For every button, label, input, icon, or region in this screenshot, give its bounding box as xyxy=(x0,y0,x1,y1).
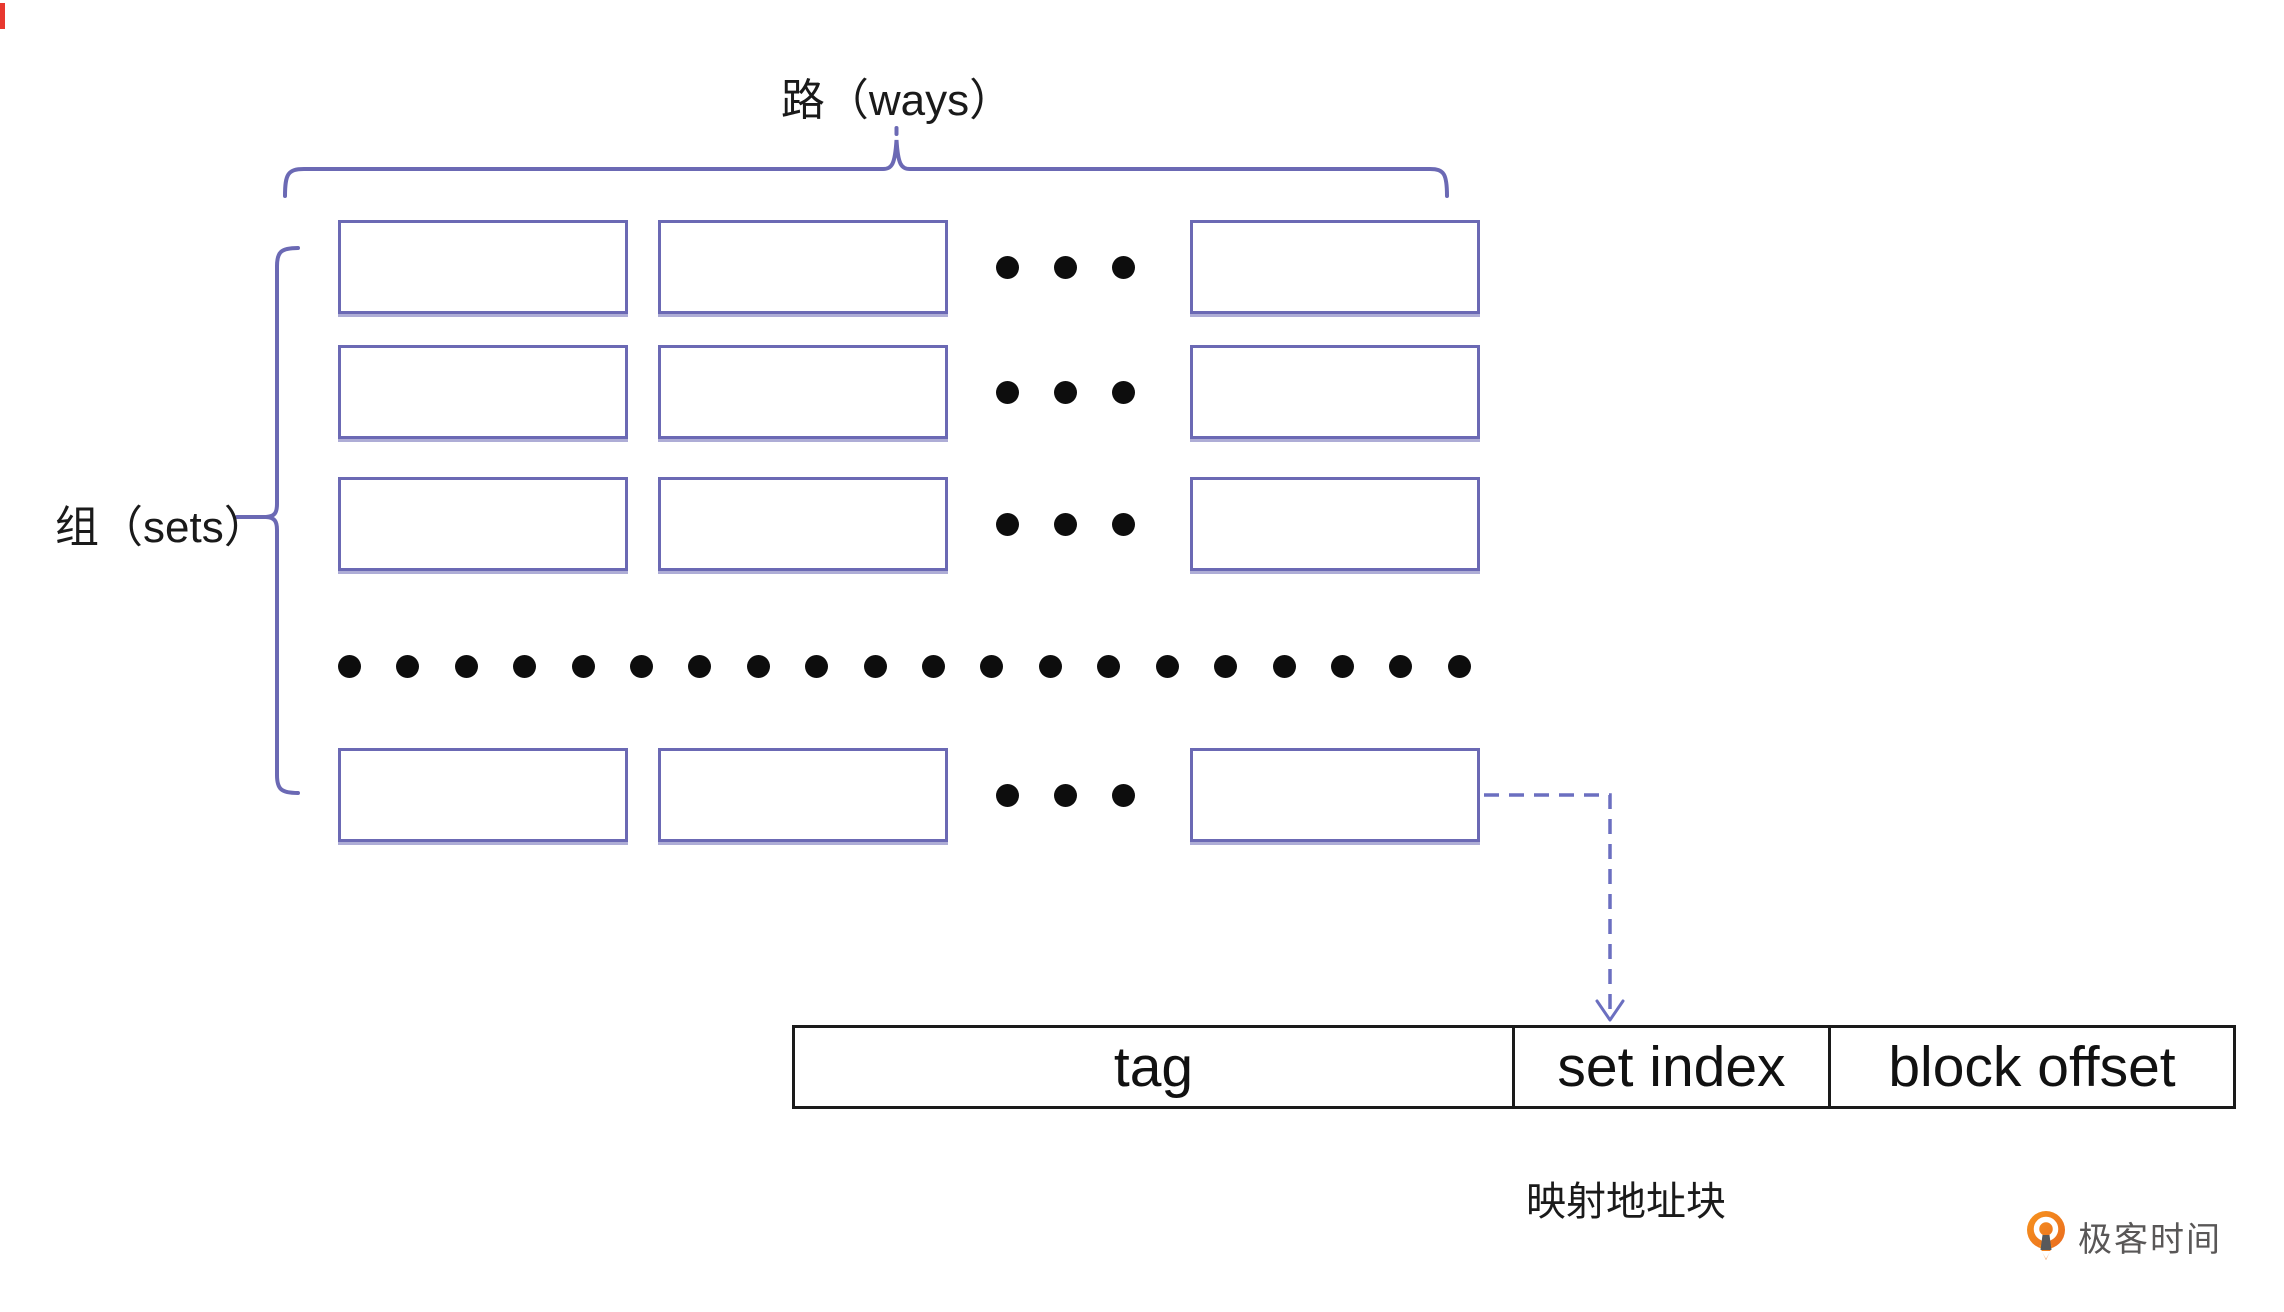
ellipsis-dot xyxy=(630,655,654,678)
ellipsis-dot xyxy=(1214,655,1238,678)
cache-block xyxy=(338,477,628,571)
cache-block xyxy=(1190,748,1480,842)
ellipsis-dot xyxy=(1272,655,1296,678)
ways-ellipsis xyxy=(996,784,1135,807)
cache-block xyxy=(338,345,628,439)
ellipsis-dot xyxy=(805,655,829,678)
ways-ellipsis xyxy=(996,256,1135,279)
ellipsis-dot xyxy=(1112,513,1135,536)
ellipsis-dot xyxy=(1112,381,1135,404)
mapping-dashed-arrow xyxy=(1484,793,1625,1022)
ellipsis-dot xyxy=(863,655,887,678)
ways-brace xyxy=(283,126,1449,198)
ellipsis-dot xyxy=(1054,256,1077,279)
ellipsis-dot xyxy=(1389,655,1413,678)
cache-block xyxy=(658,477,948,571)
ellipsis-dot xyxy=(996,513,1019,536)
cache-block xyxy=(658,748,948,842)
ellipsis-dot xyxy=(571,655,595,678)
cache-block xyxy=(1190,345,1480,439)
cache-block xyxy=(658,345,948,439)
ellipsis-dot xyxy=(688,655,712,678)
ellipsis-dot xyxy=(1038,655,1062,678)
ways-ellipsis xyxy=(996,381,1135,404)
cache-block xyxy=(658,220,948,314)
address-cell-block-offset: block offset xyxy=(1828,1028,2233,1106)
sets-label: 组（sets） xyxy=(55,503,268,552)
ellipsis-dot xyxy=(996,784,1019,807)
cache-block xyxy=(338,220,628,314)
address-table: tag set index block offset xyxy=(792,1025,2236,1109)
address-cell-set-index: set index xyxy=(1512,1028,1828,1106)
ellipsis-dot xyxy=(1054,513,1077,536)
sets-ellipsis xyxy=(338,655,1471,678)
ellipsis-dot xyxy=(1054,784,1077,807)
ellipsis-dot xyxy=(1330,655,1354,678)
geektime-logo-text: 极客时间 xyxy=(2078,1220,2222,1259)
screen-edge-artifact xyxy=(0,3,5,29)
cache-block xyxy=(338,748,628,842)
ellipsis-dot xyxy=(980,655,1004,678)
ellipsis-dot xyxy=(513,655,537,678)
ways-label: 路（ways） xyxy=(780,76,1014,125)
mapped-address-label: 映射地址块 xyxy=(1526,1180,1726,1224)
ellipsis-dot xyxy=(996,381,1019,404)
ways-ellipsis xyxy=(996,513,1135,536)
cache-block xyxy=(1190,220,1480,314)
cache-block xyxy=(1190,477,1480,571)
ellipsis-dot xyxy=(922,655,946,678)
ellipsis-dot xyxy=(1097,655,1121,678)
ellipsis-dot xyxy=(1054,381,1077,404)
ellipsis-dot xyxy=(454,655,478,678)
ellipsis-dot xyxy=(396,655,420,678)
geektime-logo-icon xyxy=(2027,1211,2065,1260)
ellipsis-dot xyxy=(1112,256,1135,279)
ellipsis-dot xyxy=(996,256,1019,279)
ellipsis-dot xyxy=(1447,655,1471,678)
ellipsis-dot xyxy=(1155,655,1179,678)
address-cell-tag: tag xyxy=(1113,1034,1194,1099)
geektime-logo: 极客时间 xyxy=(2025,1210,2222,1262)
ellipsis-dot xyxy=(1112,784,1135,807)
ellipsis-dot xyxy=(338,655,361,678)
ellipsis-dot xyxy=(746,655,770,678)
